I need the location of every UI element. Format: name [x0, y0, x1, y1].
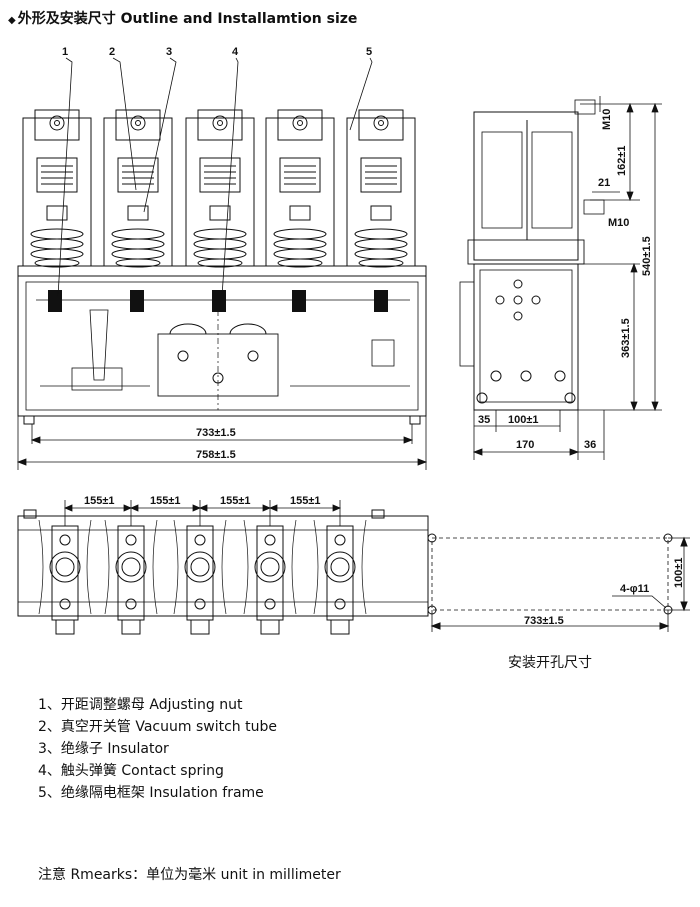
dim-758-front: 758±1.5 [196, 449, 236, 461]
hole-pattern-caption: 安装开孔尺寸 [508, 655, 592, 671]
top-dimensions [63, 500, 342, 526]
dim-363: 363±1.5 [620, 318, 632, 358]
pitch-label-4: 155±1 [290, 495, 321, 507]
pitch-label-2: 155±1 [150, 495, 181, 507]
side-view [459, 99, 605, 411]
dim-733-front: 733±1.5 [196, 427, 236, 439]
dim-170: 170 [516, 439, 534, 451]
page-title: ◆外形及安装尺寸 Outline and Installamtion size [8, 8, 357, 28]
pole-1 [22, 109, 92, 268]
front-view [17, 265, 427, 425]
top-pole-5 [313, 519, 367, 635]
top-pole-2 [104, 519, 158, 635]
callout-4: 4 [232, 46, 239, 58]
legend-item-2: 2、真空开关管 Vacuum switch tube [38, 719, 277, 735]
callout-leaders [57, 57, 373, 297]
top-view [17, 509, 429, 617]
hole-view [427, 533, 690, 632]
dim-100-side: 100±1 [508, 414, 539, 426]
callout-1: 1 [62, 46, 68, 58]
legend-item-1: 1、开距调整螺母 Adjusting nut [38, 697, 243, 713]
dim-4-holes: 4-φ11 [620, 583, 649, 595]
callout-3: 3 [166, 46, 172, 58]
top-pole-4 [243, 519, 297, 635]
frame-top-plate [17, 265, 427, 277]
units-note: 注意 Rmearks：单位为毫米 unit in millimeter [38, 867, 341, 883]
base-box [17, 275, 427, 417]
dim-35: 35 [478, 414, 490, 426]
pole-4 [265, 109, 335, 268]
dim-21: 21 [598, 177, 610, 189]
dim-733-hole: 733±1.5 [524, 615, 564, 627]
top-pole-1 [38, 519, 92, 635]
pole-2 [103, 109, 173, 268]
dim-m10-top: M10 [601, 109, 613, 130]
parts-legend: 1、开距调整螺母 Adjusting nut 2、真空开关管 Vacuum sw… [38, 694, 277, 804]
pitch-label-3: 155±1 [220, 495, 251, 507]
top-frame [17, 515, 429, 617]
legend-item-4: 4、触头弹簧 Contact spring [38, 763, 224, 779]
front-dimensions [16, 416, 428, 470]
dim-162: 162±1 [616, 145, 628, 176]
side-dimensions [472, 96, 662, 460]
pole-3 [185, 109, 255, 268]
pitch-label-1: 155±1 [84, 495, 115, 507]
bullet-icon: ◆ [8, 15, 16, 26]
callout-5: 5 [366, 46, 372, 58]
hole-outline [431, 537, 669, 611]
dim-36: 36 [584, 439, 596, 451]
dim-m10-mid: M10 [608, 217, 629, 229]
top-pole-3 [173, 519, 227, 635]
dim-540: 540±1.5 [641, 236, 653, 276]
legend-item-5: 5、绝缘隔电框架 Insulation frame [38, 785, 264, 801]
callout-2: 2 [109, 46, 115, 58]
dim-100-hole: 100±1 [673, 557, 685, 588]
legend-item-3: 3、绝缘子 Insulator [38, 741, 169, 757]
pole-5 [346, 109, 416, 268]
title-text: 外形及安装尺寸 Outline and Installamtion size [17, 11, 358, 27]
side-lower-housing [473, 263, 579, 411]
hole-top-left [427, 533, 437, 543]
side-upper-housing [473, 111, 579, 261]
